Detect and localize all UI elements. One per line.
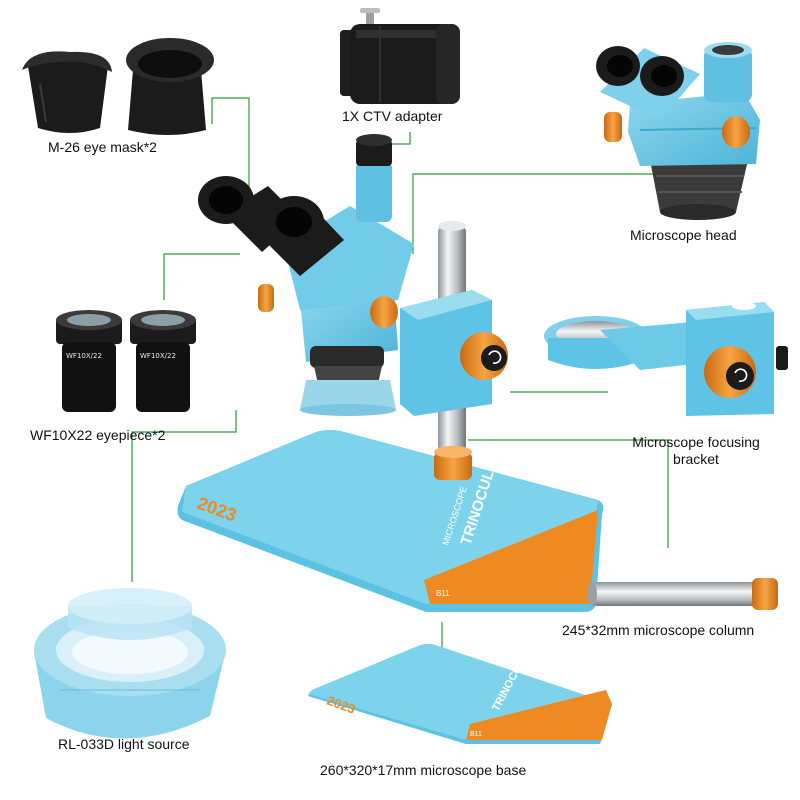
leader-head: [412, 173, 680, 254]
eyepiece-icon: WF10X/22 WF10X/22: [56, 310, 196, 412]
label-eye-mask: M-26 eye mask*2: [48, 139, 157, 155]
microscope-head-icon: [596, 42, 760, 220]
column-icon: [587, 578, 778, 610]
eyepiece-marking-right: WF10X/22: [140, 352, 176, 360]
light-ring-icon: [34, 588, 226, 739]
leader-eyepiece: [163, 253, 240, 300]
label-column: 245*32mm microscope column: [562, 622, 755, 638]
base-small-print-model: B11: [470, 731, 482, 738]
label-eyepiece: WF10X22 eyepiece*2: [30, 427, 166, 443]
focusing-bracket-icon: [544, 302, 788, 416]
label-focusing-bracket: Microscope focusing bracket: [615, 434, 777, 468]
leader-lines: [131, 97, 680, 648]
label-focusing-bracket-line2: bracket: [673, 451, 719, 467]
assembled-microscope: TRINOCULAR MICROSCOPE B11 2023: [177, 134, 604, 612]
label-base: 260*320*17mm microscope base: [320, 762, 527, 778]
leader-column: [468, 439, 669, 548]
label-ctv-adapter: 1X CTV adapter: [342, 108, 443, 124]
leader-light: [131, 410, 237, 582]
base-plate-icon: TRINOCULAR 2023 B11: [308, 644, 612, 744]
base-print-model: B11: [436, 589, 450, 598]
leader-eye-mask: [211, 97, 250, 194]
eyepiece-marking-left: WF10X/22: [66, 352, 102, 360]
label-focusing-bracket-line1: Microscope focusing: [632, 434, 760, 450]
eye-mask-icon: [22, 38, 214, 135]
label-light-source: RL-033D light source: [58, 736, 190, 752]
ctv-adapter-icon: [340, 8, 460, 104]
label-microscope-head: Microscope head: [630, 227, 737, 243]
